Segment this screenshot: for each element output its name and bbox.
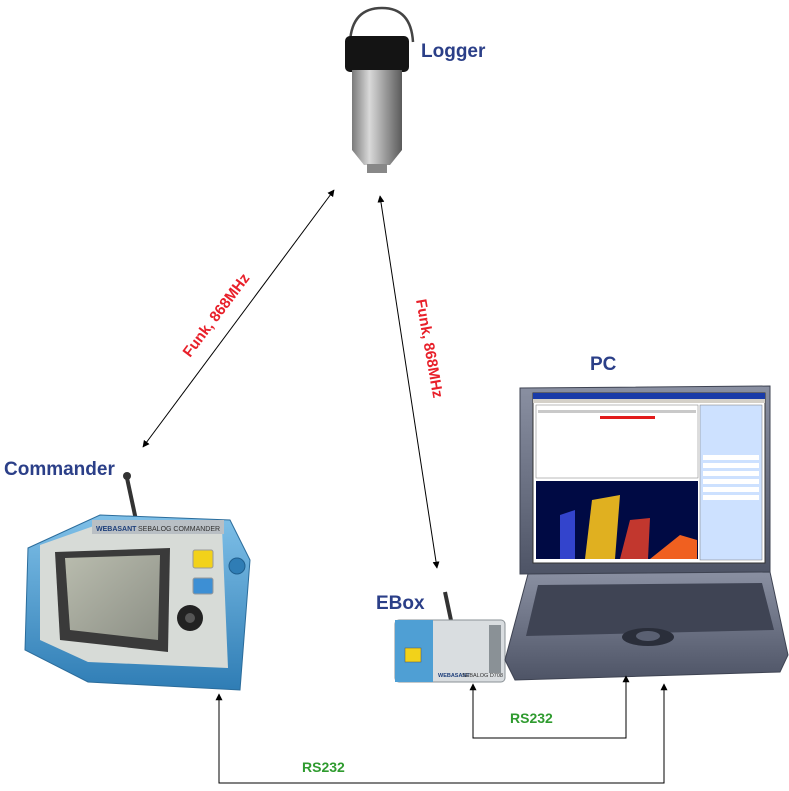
logger-icon — [345, 6, 415, 173]
ebox-icon: WEBASANT SEBALOG D708 — [394, 591, 506, 683]
radio-label-left: Funk, 868MHz — [180, 270, 254, 360]
pc-label: PC — [590, 354, 617, 375]
ebox-label: EBox — [376, 593, 425, 614]
serial-label-commander: RS232 — [302, 759, 345, 775]
laptop-icon — [504, 385, 789, 681]
link-logger-ebox: Funk, 868MHz — [377, 195, 446, 569]
link-ebox-pc: RS232 — [469, 675, 630, 739]
radio-label-right: Funk, 868MHz — [412, 298, 446, 399]
ebox-brand: WEBASANT — [438, 673, 470, 679]
logger-label: Logger — [421, 41, 486, 62]
serial-label-ebox: RS232 — [510, 710, 553, 726]
link-logger-commander: Funk, 868MHz — [142, 189, 335, 448]
ebox-model: SEBALOG D708 — [462, 673, 503, 679]
commander-icon: WEBASANT SEBALOG COMMANDER — [24, 472, 251, 691]
commander-label: Commander — [4, 459, 115, 480]
link-commander-pc: RS232 — [215, 683, 668, 784]
commander-brand: WEBASANT — [96, 526, 137, 533]
commander-model: SEBALOG COMMANDER — [138, 526, 220, 533]
